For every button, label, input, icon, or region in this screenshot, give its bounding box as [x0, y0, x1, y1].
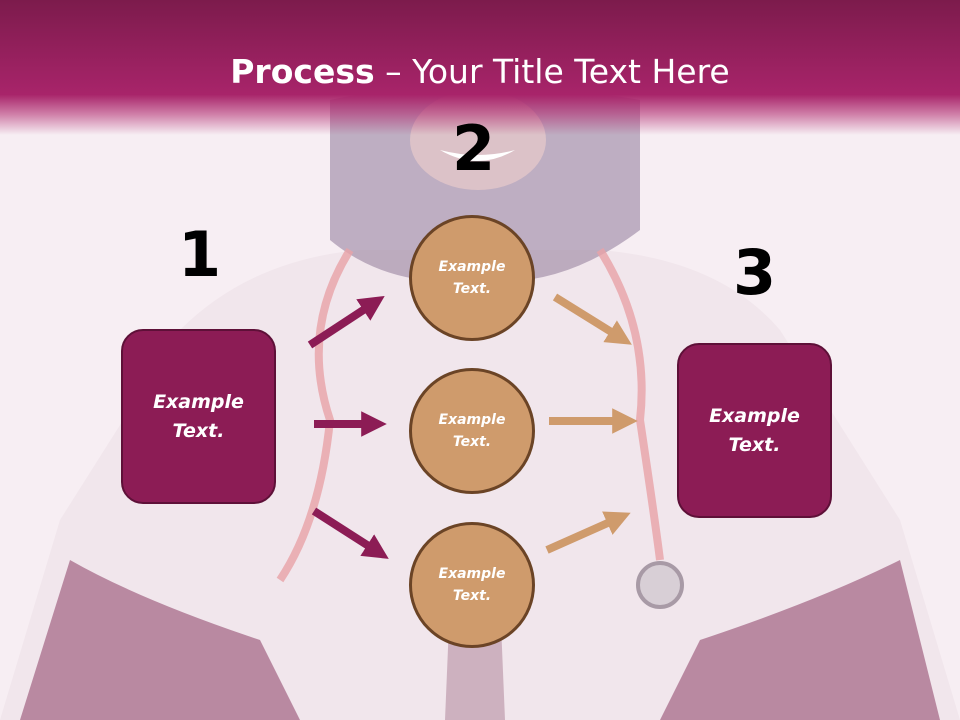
title-bold: Process — [230, 52, 375, 91]
arrow-left-down — [311, 507, 389, 559]
title-bar — [0, 0, 960, 135]
circle-top-line1: Example — [438, 258, 506, 275]
step-number-1: 1 — [178, 218, 222, 291]
circle-top-line2: Text. — [452, 281, 492, 297]
step3-box-line1: Example — [709, 405, 800, 427]
step-number-2: 2 — [452, 112, 496, 185]
circle-middle-line2: Text. — [452, 434, 492, 450]
step3-box-line2: Text. — [728, 433, 781, 456]
circle-middle-line1: Example — [438, 411, 506, 428]
step1-box-line1: Example — [153, 391, 244, 413]
step-number-3: 3 — [733, 236, 777, 309]
circle-bottom-line1: Example — [438, 565, 506, 582]
circle-bottom-line2: Text. — [452, 588, 492, 604]
arrow-right-down — [545, 511, 631, 554]
arrow-left-up — [307, 295, 385, 349]
slide-title[interactable]: Process – Your Title Text Here — [0, 52, 960, 91]
title-rest: – Your Title Text Here — [374, 52, 730, 91]
step1-box-line2: Text. — [172, 419, 225, 442]
arrow-right-up — [552, 293, 632, 345]
